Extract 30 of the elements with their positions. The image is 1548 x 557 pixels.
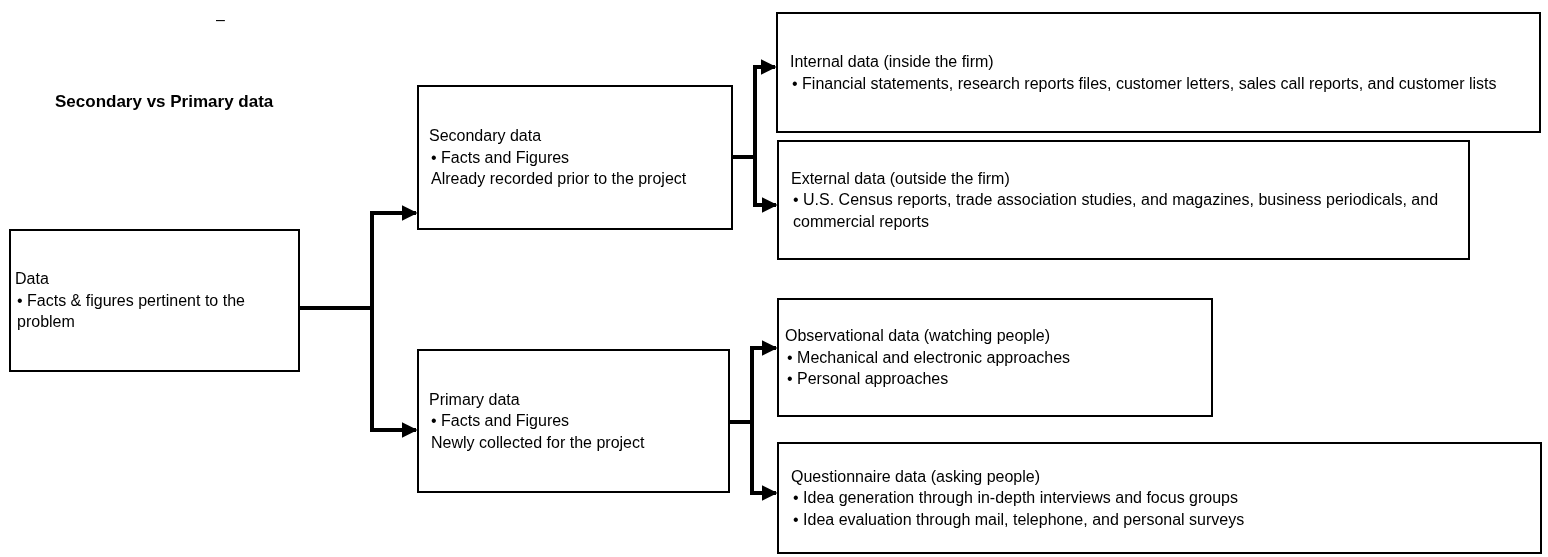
box-text: • Mechanical and electronic approaches: [786, 347, 1072, 368]
box-text: Newly collected for the project: [430, 432, 646, 453]
process-box: [777, 442, 1542, 554]
arrow: [733, 155, 778, 213]
box-text: • Facts & figures pertinent to the problem: [16, 290, 246, 333]
box-heading: Data: [15, 269, 50, 290]
process-box: [417, 349, 730, 493]
box-heading: Observational data (watching people): [785, 326, 1052, 347]
box-text: • Facts and Figures: [430, 147, 571, 168]
process-box: [417, 85, 733, 230]
process-box: [777, 298, 1213, 417]
diagram-title: Secondary vs Primary data: [55, 91, 274, 113]
process-box: [777, 140, 1470, 260]
box-text: Already recorded prior to the project: [430, 169, 688, 190]
box-heading: Secondary data: [429, 126, 543, 147]
box-text: • U.S. Census reports, trade association studies, and magazines, business periodicals, and commercial reports: [792, 190, 1440, 232]
box-text: • Personal approaches: [786, 369, 950, 390]
box-heading: Questionnaire data (asking people): [791, 466, 1042, 487]
box-heading: Primary data: [429, 389, 521, 410]
arrow: [300, 306, 418, 438]
process-box: [776, 12, 1541, 133]
box-text: • Facts and Figures: [430, 411, 571, 432]
box-heading: Internal data (inside the firm): [790, 51, 995, 72]
box-heading: External data (outside the firm): [791, 168, 1011, 189]
note-text: –: [216, 10, 225, 30]
arrow: [730, 420, 778, 501]
box-text: • Idea generation through in-depth interviews and focus groups: [792, 488, 1239, 509]
box-text: • Idea evaluation through mail, telephone, and personal surveys: [792, 509, 1246, 530]
box-text: • Financial statements, research reports files, customer letters, sales call reports, and customer lists: [791, 73, 1498, 94]
process-box: [9, 229, 300, 372]
